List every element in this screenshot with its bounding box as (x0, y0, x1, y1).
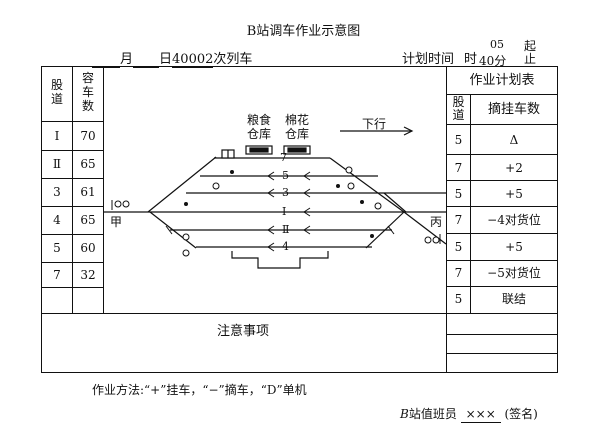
left-capacity-header: 容 车 数 (73, 71, 103, 113)
plan-op-cell: 联结 (501, 292, 526, 306)
cotton-warehouse-label: 棉花 仓库 (278, 113, 316, 141)
track-label: Ⅱ (282, 223, 290, 236)
train-number: 40002 (172, 52, 214, 68)
left-track-header: 股 道 (42, 78, 72, 106)
capacity-cell: 65 (80, 157, 96, 171)
track-cell: Ⅱ (52, 157, 62, 171)
direction-label: 下行 (362, 117, 387, 131)
track-cell: 3 (53, 185, 61, 199)
warehouse-label-line: 仓库 (246, 127, 271, 141)
grain-warehouse-label: 粮食 仓库 (240, 113, 278, 141)
track-cell: 4 (53, 213, 61, 227)
plan-op-cell: +5 (505, 187, 523, 201)
plan-track-cell: 5 (454, 133, 463, 147)
header-char: 股 (452, 95, 465, 109)
plan-track-cell: 7 (454, 266, 463, 280)
page-title: B站调车作业示意图 (246, 24, 361, 39)
capacity-cell: 32 (80, 268, 96, 282)
signature-suffix: (签名) (504, 407, 538, 421)
capacity-cell: 65 (80, 213, 96, 227)
plan-table-title: 作业计划表 (469, 73, 535, 88)
plan-op-cell: −5对货位 (487, 266, 541, 280)
plan-track-cell: 7 (454, 161, 463, 175)
qi-label: 起 (524, 39, 537, 53)
warehouse-label-line: 棉花 (284, 113, 309, 127)
operation-header: 摘挂车数 (487, 102, 540, 117)
plan-track-cell: 5 (454, 240, 463, 254)
left-end-label: 甲 (110, 215, 123, 229)
signature-prefix: B (400, 407, 409, 421)
track-label: 5 (282, 169, 289, 182)
capacity-cell: 70 (80, 129, 96, 143)
plan-op-cell: Δ (509, 133, 519, 147)
track-cell: 7 (53, 268, 61, 282)
day-blank (133, 52, 160, 68)
header-char: 道 (50, 92, 63, 106)
right-track-header: 股 道 (447, 96, 470, 122)
method-note: 作业方法:“+”挂车，“−”摘车，“D”单机 (92, 383, 307, 397)
warehouse-label-line: 粮食 (246, 113, 271, 127)
month-label: 月 (120, 52, 134, 67)
track-label: 7 (280, 151, 287, 164)
time-upper: 05 (490, 38, 504, 51)
plan-track-cell: 5 (454, 187, 463, 201)
signature-label: 站值班员 (408, 407, 457, 421)
plan-op-cell: −4对货位 (487, 213, 541, 227)
header-char: 容 (81, 71, 94, 85)
track-label: Ⅰ (282, 205, 287, 218)
month-blank (92, 52, 120, 68)
header-char: 股 (50, 78, 63, 92)
warehouse-label-line: 仓库 (284, 127, 309, 141)
capacity-cell: 60 (80, 241, 96, 255)
plan-time-label: 计划时间 (402, 52, 455, 67)
header-date-line: 月 日40002次列车 (92, 48, 252, 68)
notes-title: 注意事项 (216, 324, 269, 339)
header-char: 道 (452, 108, 465, 122)
header-char: 车 (81, 85, 94, 99)
signature-name: ××× (460, 407, 501, 423)
capacity-cell: 61 (80, 185, 96, 199)
day-label: 日 (159, 52, 173, 67)
track-diagram (104, 126, 447, 269)
zhi-label: 止 (524, 52, 537, 66)
header-char: 数 (81, 99, 94, 113)
track-cell: 5 (53, 241, 61, 255)
track-label: 3 (282, 186, 289, 199)
plan-op-cell: +5 (505, 240, 523, 254)
hour-label: 时 (464, 52, 478, 67)
right-end-label: 丙 (430, 215, 443, 229)
train-suffix: 次列车 (213, 52, 253, 67)
track-cell: Ⅰ (54, 129, 60, 143)
time-lower: 40分 (479, 54, 507, 68)
track-label: 4 (282, 240, 289, 253)
signature-line: B站值班员 ××× (签名) (400, 405, 538, 423)
plan-track-cell: 5 (454, 292, 463, 306)
plan-op-cell: +2 (505, 161, 523, 175)
plan-track-cell: 7 (454, 213, 463, 227)
